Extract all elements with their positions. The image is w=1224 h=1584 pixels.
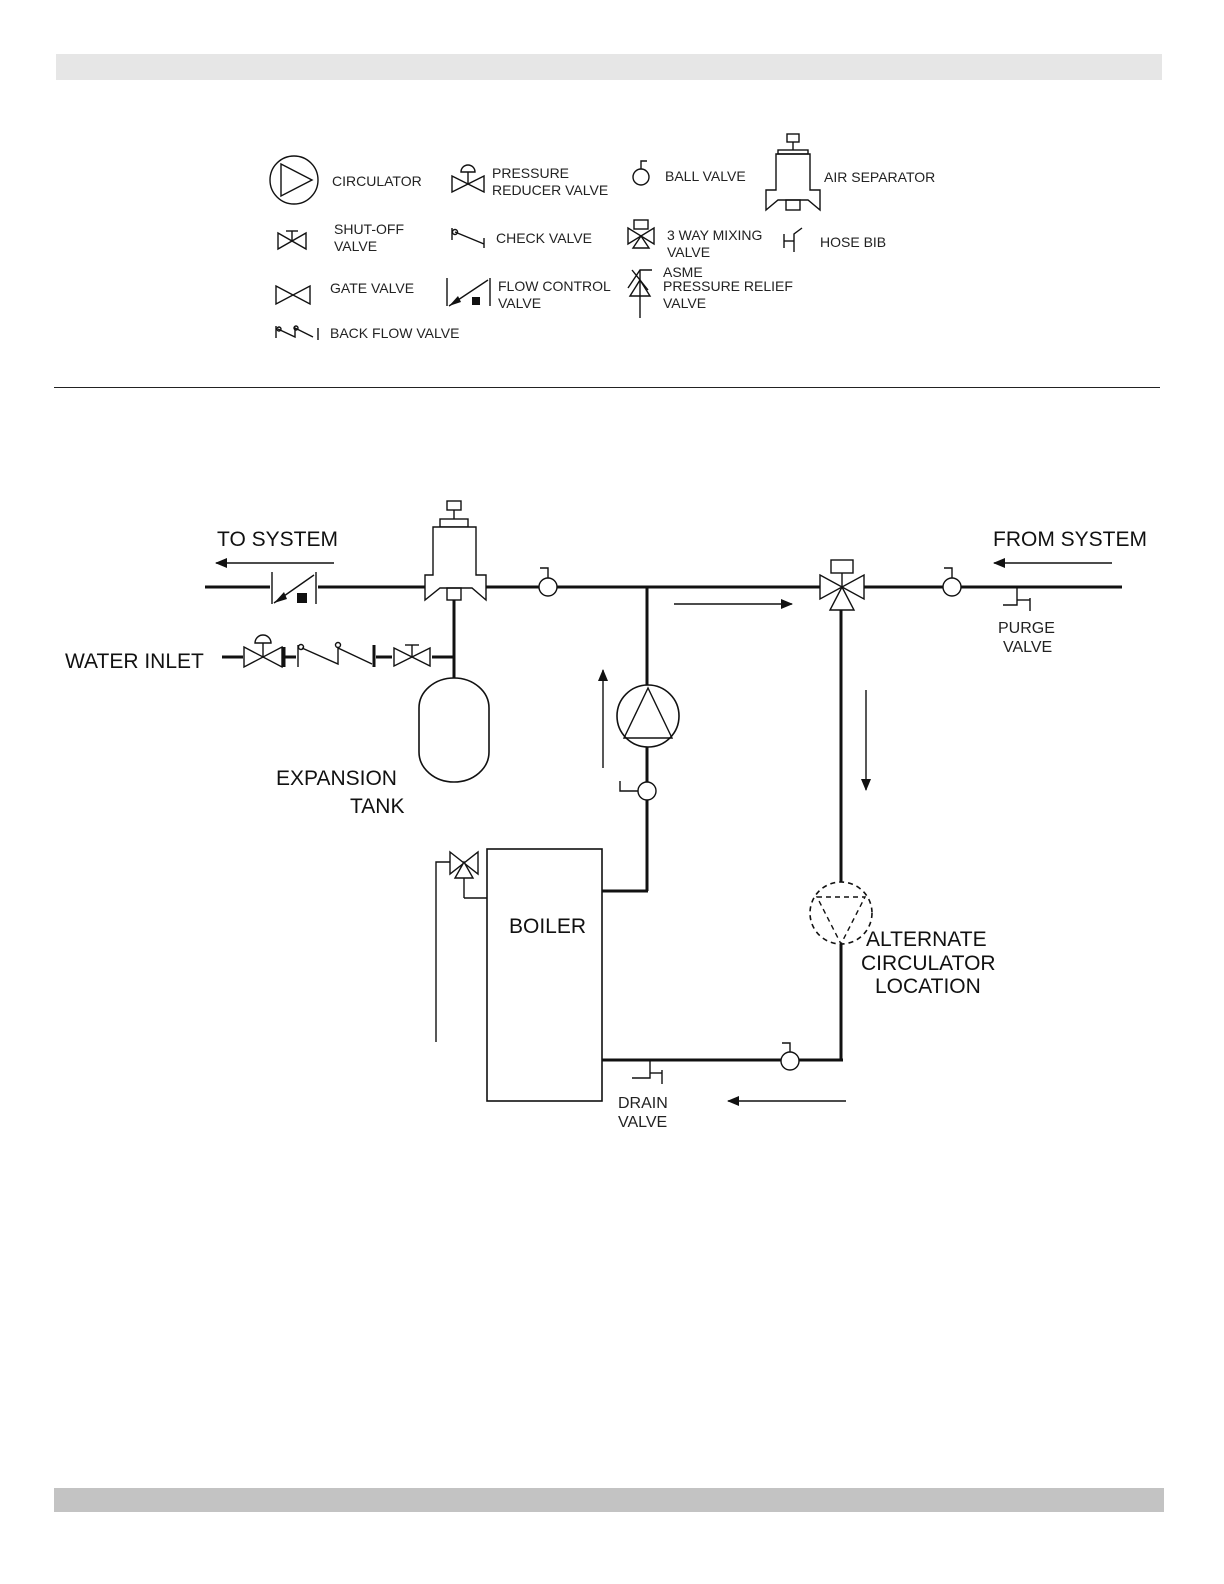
expansion-tank [419,678,489,782]
three-way-mixing-valve-icon [628,220,654,248]
legend-circulator-label: CIRCULATOR [332,173,422,189]
legend-shutoff-label-2: VALVE [334,238,377,254]
legend-flow-control-label-2: VALVE [498,295,541,311]
alternate-circulator-label-2: CIRCULATOR [861,952,996,975]
alternate-circulator [810,882,872,944]
alternate-circulator-label-1: ALTERNATE [866,928,987,951]
circulator [617,685,679,747]
supply-ball-valve [539,568,557,596]
pressure-relief-valve [436,852,487,1042]
purge-valve-label-2: VALVE [1003,639,1052,656]
air-separator-icon [766,134,820,210]
air-separator [425,501,486,600]
flow-control-valve [270,572,318,604]
expansion-tank-label-1: EXPANSION [276,767,397,790]
return-ball-valve [781,1043,799,1070]
purge-valve [1003,587,1030,611]
legend-asme-label-3: VALVE [663,295,706,311]
circulator-ball-valve [620,781,656,800]
legend-shutoff-label-1: SHUT-OFF [334,221,404,237]
boiler-label: BOILER [509,915,586,938]
from-system-ball-valve [943,568,961,596]
legend-mixing-label-2: VALVE [667,244,710,260]
drain-valve-label-1: DRAIN [618,1095,668,1112]
water-inlet-label: WATER INLET [65,650,204,673]
legend-back-flow-label: BACK FLOW VALVE [330,325,459,341]
legend-air-separator-label: AIR SEPARATOR [824,169,935,185]
drain-valve [632,1060,662,1084]
legend: CIRCULATOR PRESSURE REDUCER VALVE BALL V… [270,134,935,341]
expansion-tank-label-2: TANK [350,795,404,818]
drain-valve-label-2: VALVE [618,1114,667,1131]
flow-control-valve-icon [447,278,490,306]
from-system-label: FROM SYSTEM [993,528,1147,551]
piping-diagram: TO SYSTEM FROM SYSTEM WATER INLET EXPANS… [65,501,1147,1131]
legend-pressure-reducer-label-2: REDUCER VALVE [492,182,608,198]
shut-off-valve [392,645,432,669]
legend-flow-control-label-1: FLOW CONTROL [498,278,611,294]
pressure-reducer-valve-icon [452,165,484,192]
legend-check-valve-label: CHECK VALVE [496,230,592,246]
legend-ball-valve-label: BALL VALVE [665,168,746,184]
to-system-label: TO SYSTEM [217,528,338,551]
shut-off-valve-icon [278,231,306,249]
check-valve-icon [452,228,484,248]
legend-pressure-reducer-label-1: PRESSURE [492,165,569,181]
purge-valve-label-1: PURGE [998,620,1055,637]
alternate-circulator-label-3: LOCATION [875,975,981,998]
pressure-reducer-valve [243,635,285,671]
legend-gate-valve-label: GATE VALVE [330,280,414,296]
three-way-mixing-valve [820,560,864,610]
pressure-relief-valve-icon [628,270,652,318]
gate-valve-icon [276,286,310,304]
legend-hose-bib-label: HOSE BIB [820,234,886,250]
hose-bib-icon [784,228,802,252]
back-flow-valve-icon [276,326,318,340]
back-flow-preventer [296,638,376,667]
circulator-icon [270,156,318,204]
ball-valve-icon [633,161,649,185]
legend-asme-label-2: PRESSURE RELIEF [663,278,793,294]
legend-mixing-label-1: 3 WAY MIXING [667,227,762,243]
boiler [487,849,602,1101]
